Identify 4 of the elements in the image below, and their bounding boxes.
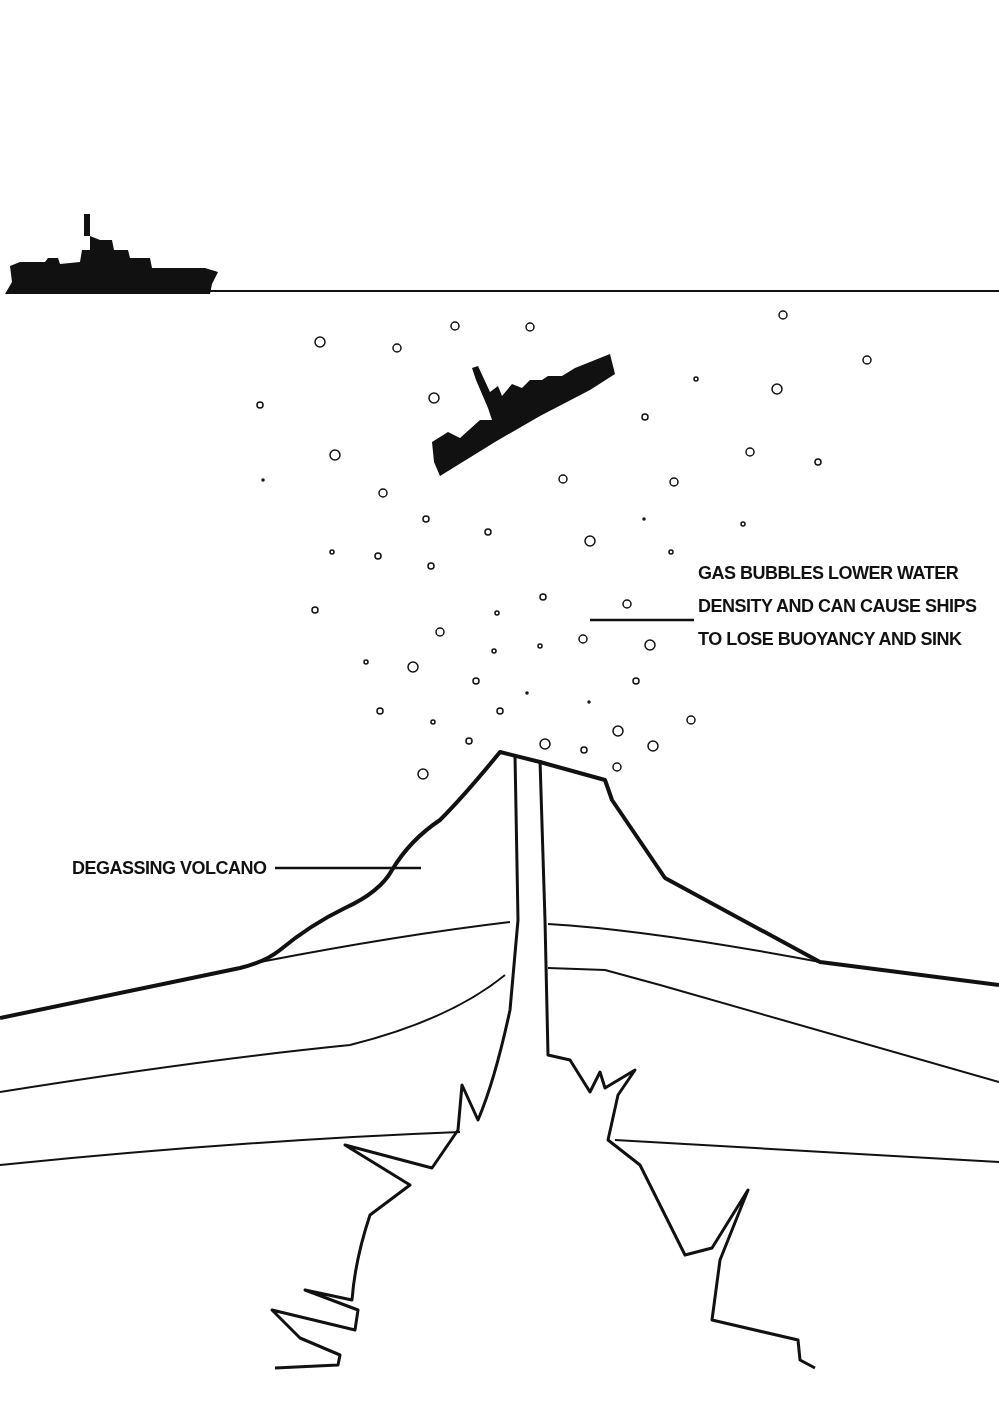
leader-line xyxy=(275,866,421,870)
callout-text: GAS BUBBLES LOWER WATER DENSITY AND CAN CAUSE SHIPS TO LOSE BUOYANCY AND SINK xyxy=(698,557,998,656)
callout-text: DEGASSING VOLCANO xyxy=(72,855,267,881)
leader-line xyxy=(590,618,694,622)
